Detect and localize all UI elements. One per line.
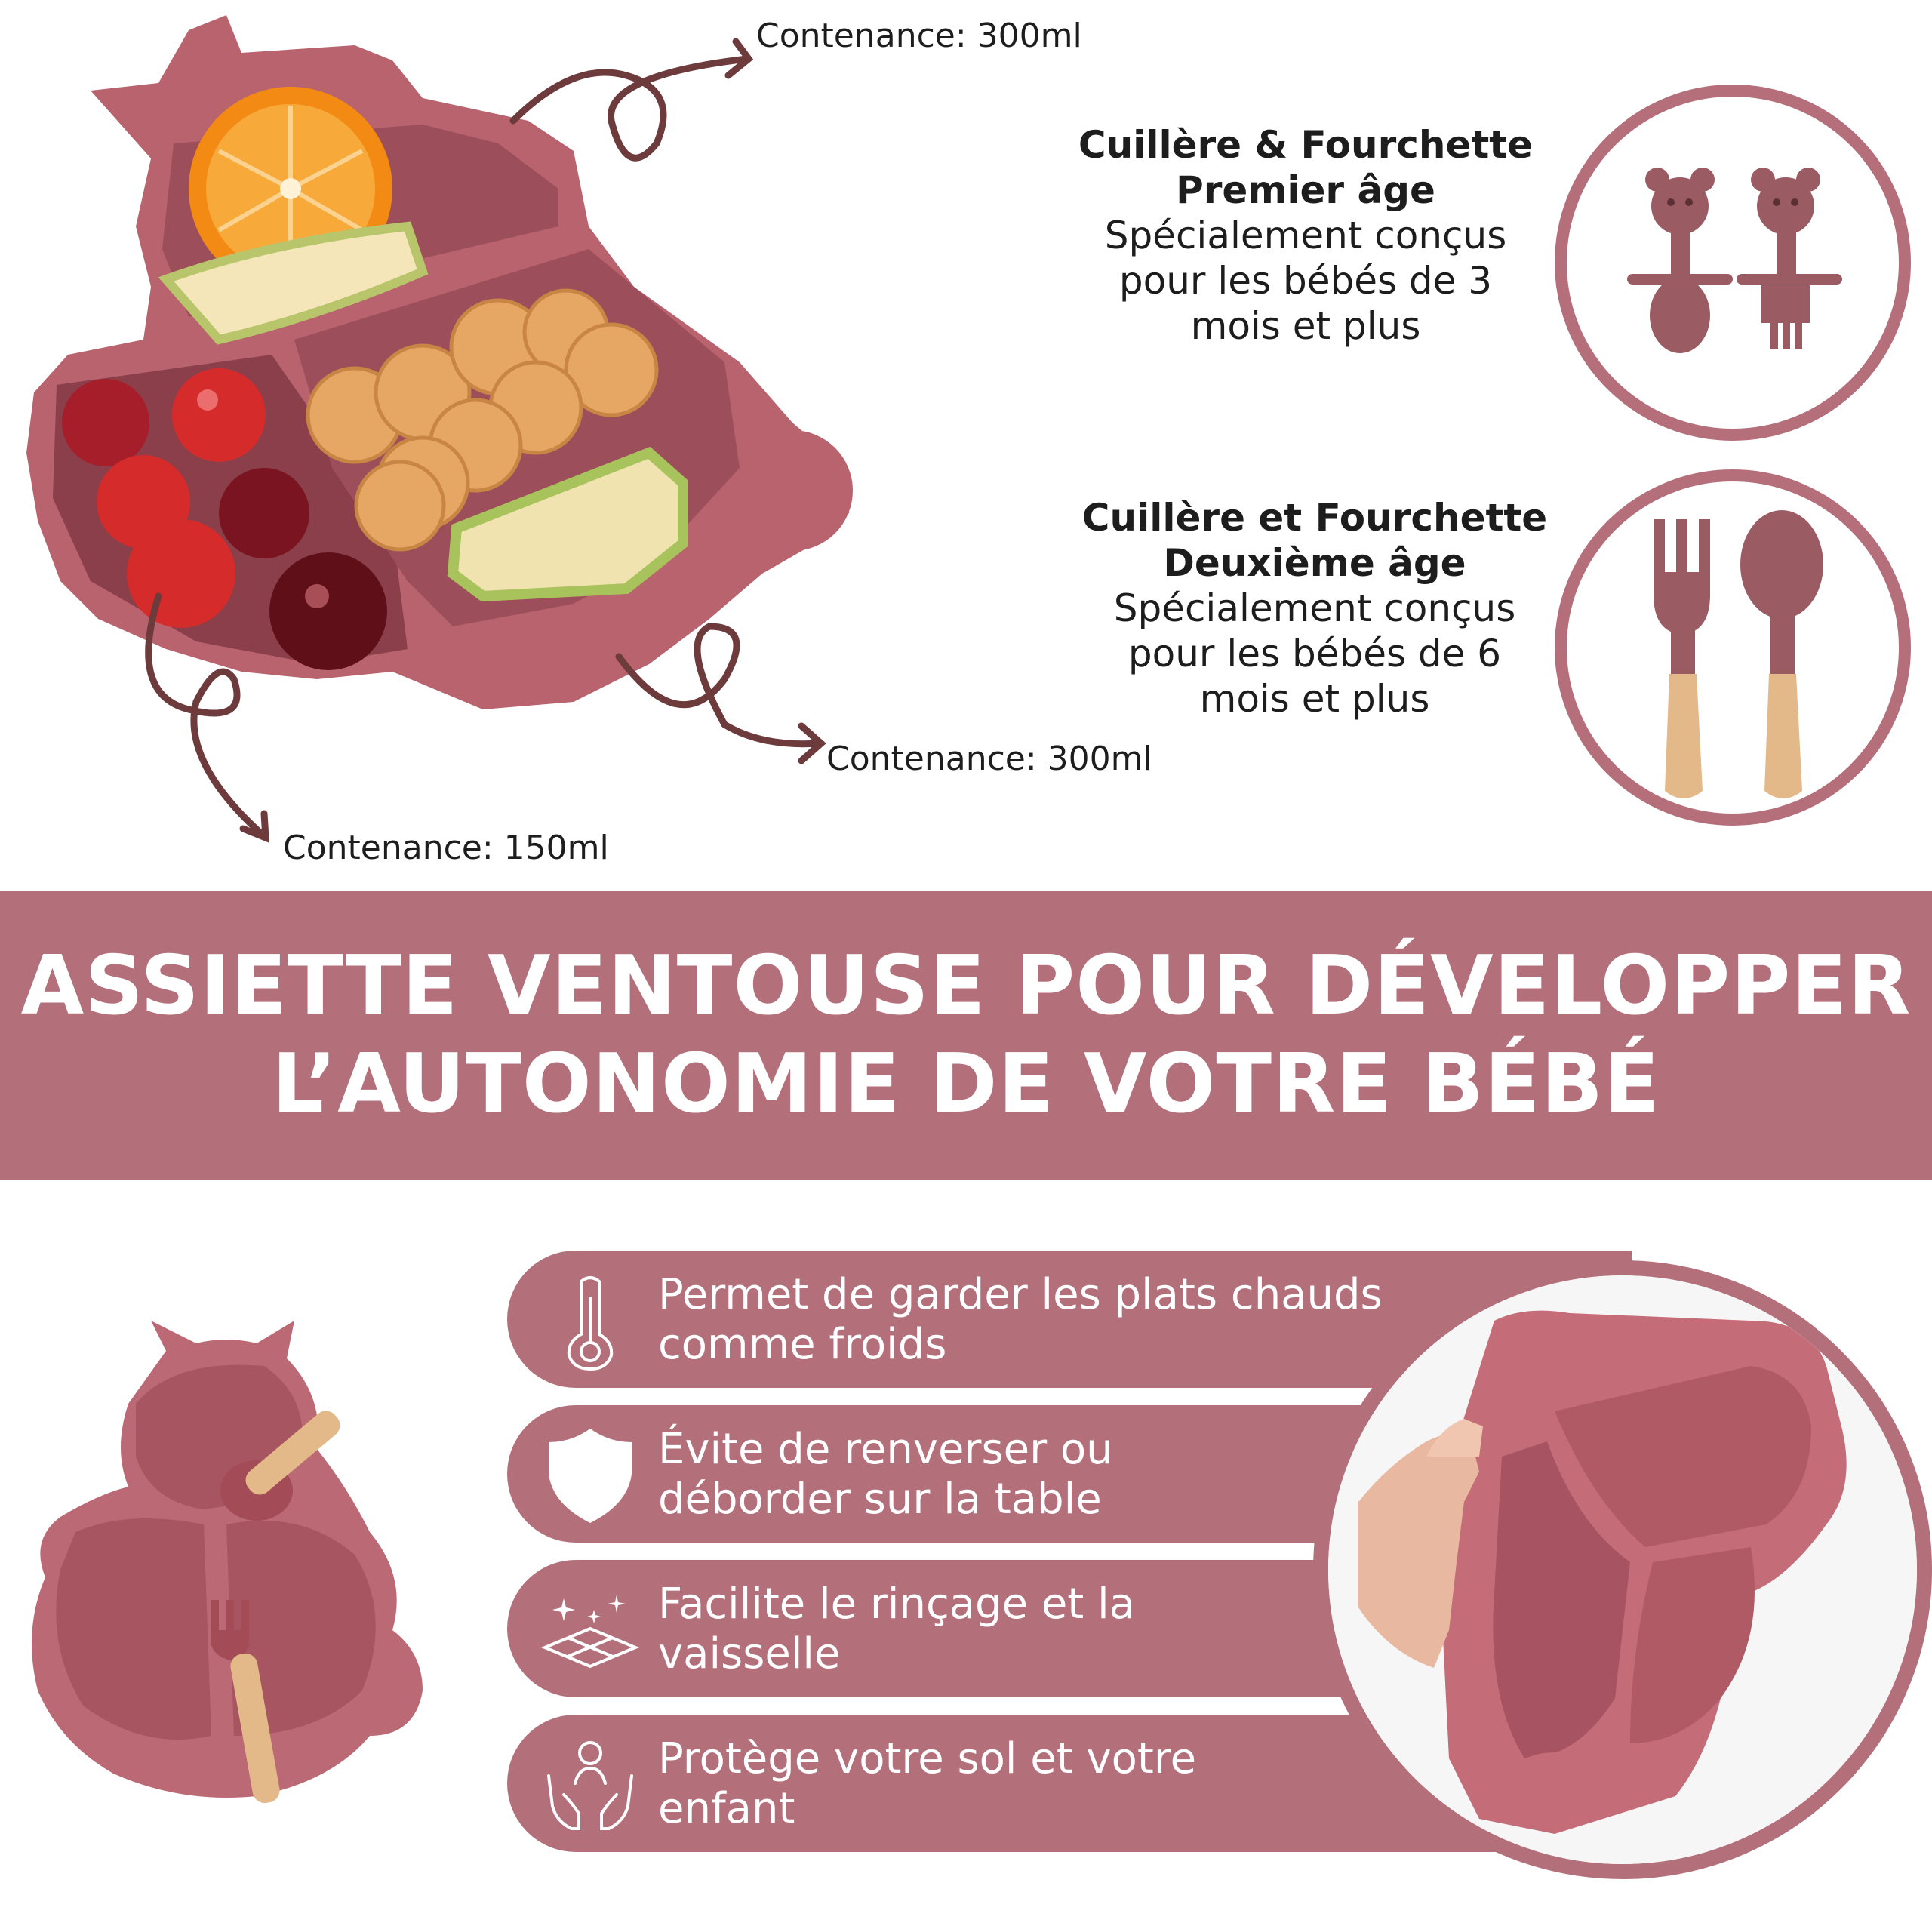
- hand: [1358, 1434, 1479, 1668]
- feature-temperature-text: Permet de garder les plats chauds comme …: [658, 1270, 1413, 1370]
- plate-with-utensils-image: [32, 1321, 423, 1804]
- utensil-second-age-image: [1555, 469, 1911, 826]
- plate-with-food-image: [26, 15, 853, 709]
- feature-protection-text: Protège votre sol et votre enfant: [658, 1734, 1413, 1834]
- feature-temperature-line1: Permet de garder les plats chauds: [658, 1270, 1383, 1319]
- utensil-first-age-title-line2: Premier âge: [1176, 168, 1435, 212]
- melon-slice-image: [158, 221, 429, 345]
- feature-easy-cleaning-text: Facilite le rinçage et la vaisselle: [658, 1580, 1413, 1679]
- plate-compartment: [1630, 1547, 1755, 1743]
- utensil-first-age-image: [1555, 85, 1911, 441]
- melon-slice-image: [447, 446, 688, 602]
- headline-line2: L’AUTONOMIE DE VOTRE BÉBÉ: [272, 1037, 1660, 1131]
- utensil-second-age-title-line2: Deuxième âge: [1163, 541, 1466, 585]
- feature-no-spill-line1: Évite de renverser ou: [658, 1425, 1113, 1474]
- caring-hands-icon: [547, 1741, 633, 1830]
- plate-tail-bump: [1502, 1752, 1607, 1825]
- plate-compartment: [1493, 1441, 1630, 1758]
- caption-right-compartment: Contenance: 300ml: [826, 740, 1152, 778]
- headline-line1: ASSIETTE VENTOUSE POUR DÉVELOPPER: [20, 939, 1912, 1033]
- thumb: [1426, 1419, 1483, 1457]
- caption-left-compartment: Contenance: 150ml: [283, 829, 609, 867]
- biscuits-image: [306, 288, 659, 552]
- arrow-left-head: [239, 810, 269, 843]
- utensil-second-age-desc-line2: pour les bébés de 6: [1128, 632, 1502, 675]
- thermometer-icon: [567, 1276, 614, 1371]
- fork-handle: [230, 1653, 280, 1804]
- fork-head: [211, 1600, 249, 1660]
- feature-easy-cleaning-line1: Facilite le rinçage et la: [658, 1580, 1135, 1629]
- hand-holding-plate-image: [1313, 1260, 1932, 1879]
- feature-temperature-line2: comme froids: [658, 1320, 947, 1369]
- feature-protection-line2: enfant: [658, 1784, 795, 1833]
- utensil-first-age-desc-line2: pour les bébés de 3: [1118, 259, 1493, 303]
- headline-banner: ASSIETTE VENTOUSE POUR DÉVELOPPER L’AUTO…: [0, 891, 1932, 1180]
- utensil-first-age-text: Cuillère & Fourchette Premier âge Spécia…: [1072, 122, 1540, 349]
- right-compartment: [226, 1521, 376, 1736]
- feature-easy-cleaning-line2: vaisselle: [658, 1629, 841, 1678]
- clean-tiles-icon: [540, 1595, 640, 1669]
- spoon-handle: [245, 1411, 340, 1495]
- caption-top-compartment: Contenance: 300ml: [756, 17, 1082, 55]
- utensil-second-age-title-line1: Cuillère et Fourchette: [1081, 496, 1548, 540]
- utensil-first-age-title-line1: Cuillère & Fourchette: [1078, 123, 1534, 167]
- utensil-second-age-desc-line1: Spécialement conçus: [1113, 586, 1516, 630]
- plate-tail-bump: [732, 430, 853, 551]
- utensil-second-age-desc-line3: mois et plus: [1199, 677, 1430, 721]
- plate-compartment: [1555, 1366, 1811, 1547]
- utensil-second-age-text: Cuillère et Fourchette Deuxième âge Spéc…: [1081, 495, 1549, 721]
- bear-spoon-fork-icon: [1627, 168, 1842, 353]
- feature-protection-line1: Protège votre sol et votre: [658, 1734, 1197, 1783]
- feature-no-spill-line2: déborder sur la table: [658, 1475, 1102, 1524]
- wooden-spoon-fork-icon: [1654, 510, 1823, 798]
- feature-no-spill-text: Évite de renverser ou déborder sur la ta…: [658, 1425, 1413, 1524]
- utensil-first-age-desc-line3: mois et plus: [1190, 304, 1421, 348]
- hand-holding-plate-illustration: [1328, 1275, 1917, 1864]
- left-compartment: [56, 1518, 212, 1740]
- utensil-first-age-desc-line1: Spécialement conçus: [1104, 214, 1507, 257]
- shield-icon: [549, 1429, 632, 1523]
